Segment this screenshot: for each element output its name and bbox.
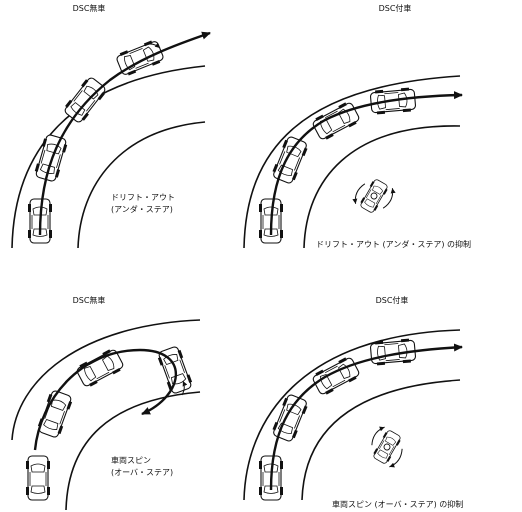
caption-bottom-left-line1: 車両スピン <box>111 456 151 465</box>
caption-top-left-line2: (アンダ・ステア) <box>111 205 173 214</box>
panel-bottom-left <box>11 319 201 511</box>
road-inner-edge <box>303 125 461 249</box>
panel-top-left <box>11 31 211 249</box>
rotation-arrow <box>181 380 188 396</box>
caption-bottom-left-line2: (オーバ・ステア) <box>111 468 174 477</box>
car <box>25 455 51 501</box>
panel-bottom-right <box>243 329 463 501</box>
road-inner-edge <box>65 391 201 511</box>
road-outer-edge <box>11 319 201 441</box>
trajectory-arrow <box>33 348 178 451</box>
trajectory-arrow <box>38 31 211 236</box>
brake-control-indicator <box>371 426 403 468</box>
road-outer-edge <box>243 329 461 501</box>
panel-title-bottom-left: DSC無車 <box>72 296 106 305</box>
caption-bottom-right: 車両スピン (オーバ・ステア) の抑制 <box>332 500 464 509</box>
car <box>61 74 109 126</box>
rotation-arrow <box>144 42 161 49</box>
trajectory-arrow <box>269 343 463 491</box>
road-outer-edge <box>243 75 461 249</box>
panel-title-top-left: DSC無車 <box>72 4 106 13</box>
road-outer-edge <box>11 65 206 249</box>
car <box>270 392 310 444</box>
car <box>310 99 362 143</box>
caption-top-right: ドリフト・アウト (アンダ・ステア) の抑制 <box>316 240 472 249</box>
panel-top-right <box>243 75 463 249</box>
road-inner-edge <box>301 379 461 501</box>
brake-control-indicator <box>352 177 396 215</box>
car <box>270 134 310 186</box>
panel-title-top-right: DSC付車 <box>378 4 412 13</box>
panel-title-bottom-right: DSC付車 <box>375 296 409 305</box>
trajectory-arrow <box>269 91 463 236</box>
caption-top-left-line1: ドリフト・アウト <box>111 193 175 202</box>
car <box>32 132 70 184</box>
car <box>310 354 362 398</box>
road-inner-edge <box>77 121 206 249</box>
